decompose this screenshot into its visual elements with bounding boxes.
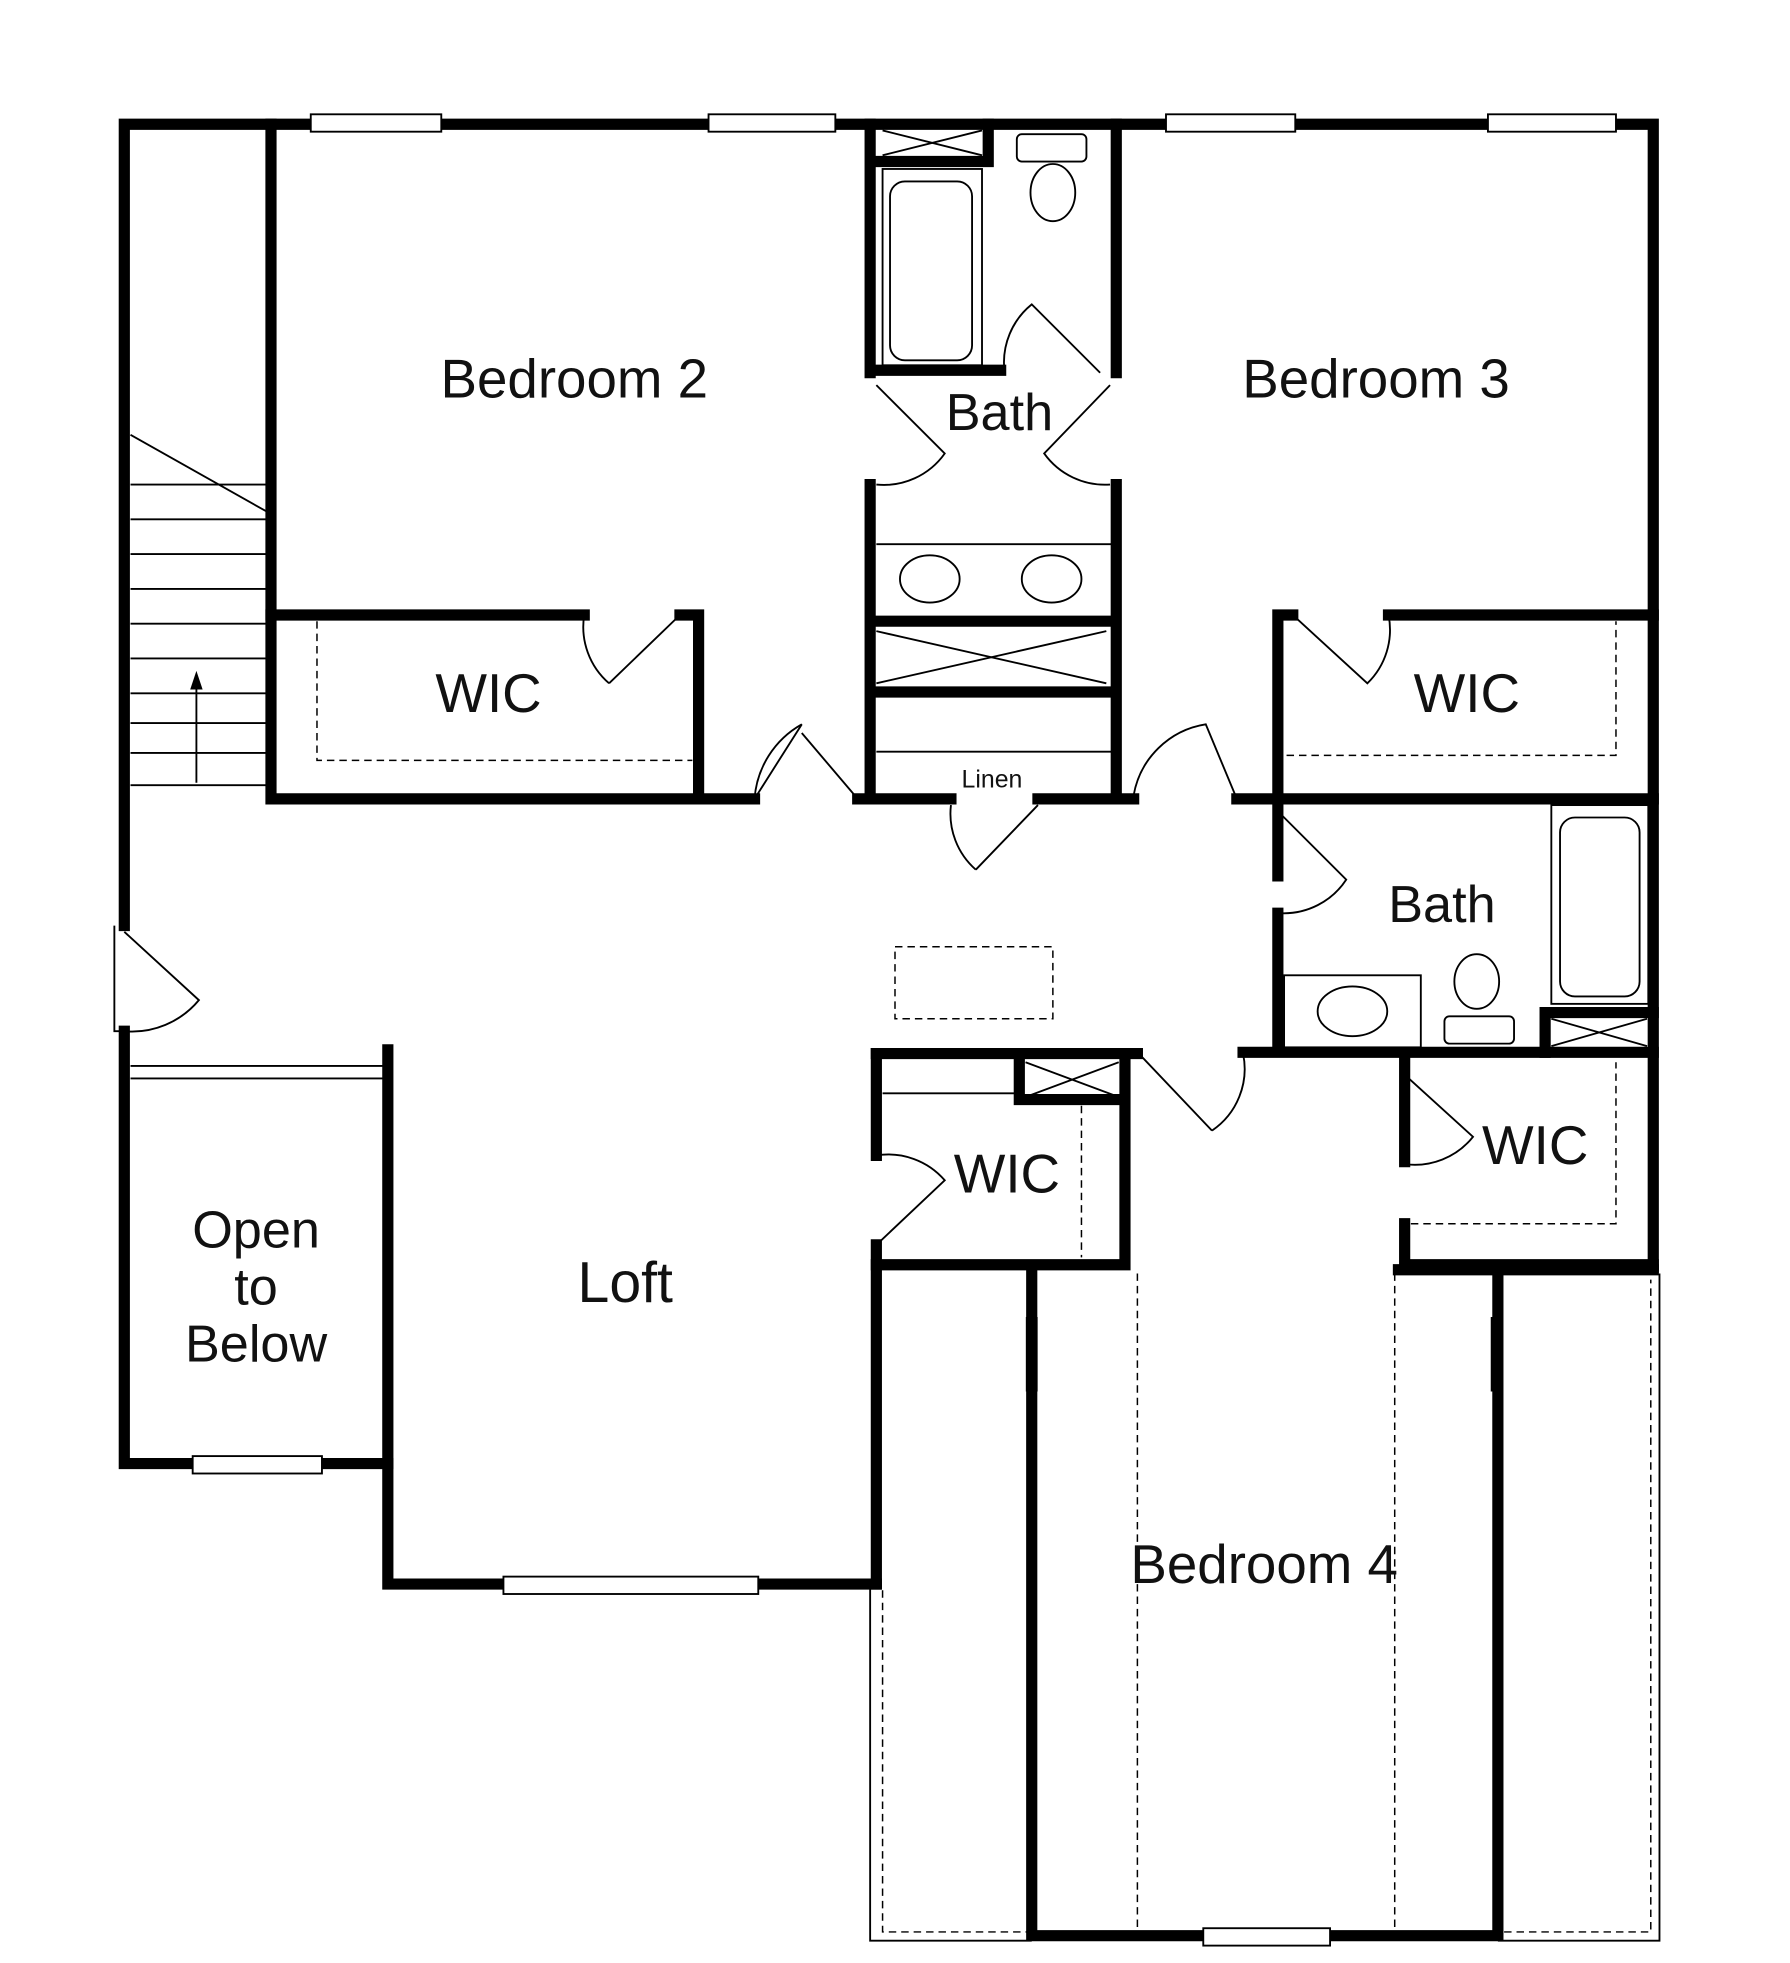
dashed-lines: [316, 621, 1652, 1933]
label-bedroom-2: Bedroom 2: [441, 348, 709, 410]
label-bedroom-3: Bedroom 3: [1242, 348, 1510, 410]
label-bedroom-4: Bedroom 4: [1130, 1533, 1398, 1595]
label-bath-hall: Bath: [946, 384, 1053, 442]
room-labels: Bedroom 2 Bedroom 3 Bedroom 4 Bath Bath …: [185, 348, 1588, 1595]
label-bath-right: Bath: [1388, 876, 1495, 934]
label-linen: Linen: [962, 767, 1023, 794]
walls: [118, 118, 1659, 1942]
label-wic-bedroom-3: WIC: [1414, 662, 1520, 724]
label-open-to-below-line1: Open: [192, 1201, 320, 1259]
label-wic-loft: WIC: [954, 1143, 1060, 1205]
label-open-to-below-line3: Below: [185, 1316, 327, 1374]
windows: [191, 113, 1617, 1947]
doors: [113, 303, 1503, 1392]
thin-lines: [130, 129, 1661, 1942]
label-wic-bedroom-2: WIC: [435, 662, 541, 724]
label-open-to-below-line2: to: [234, 1259, 278, 1317]
label-loft: Loft: [578, 1251, 673, 1315]
label-wic-bedroom-4: WIC: [1482, 1114, 1588, 1176]
stair-arrow-icon: [190, 670, 203, 690]
